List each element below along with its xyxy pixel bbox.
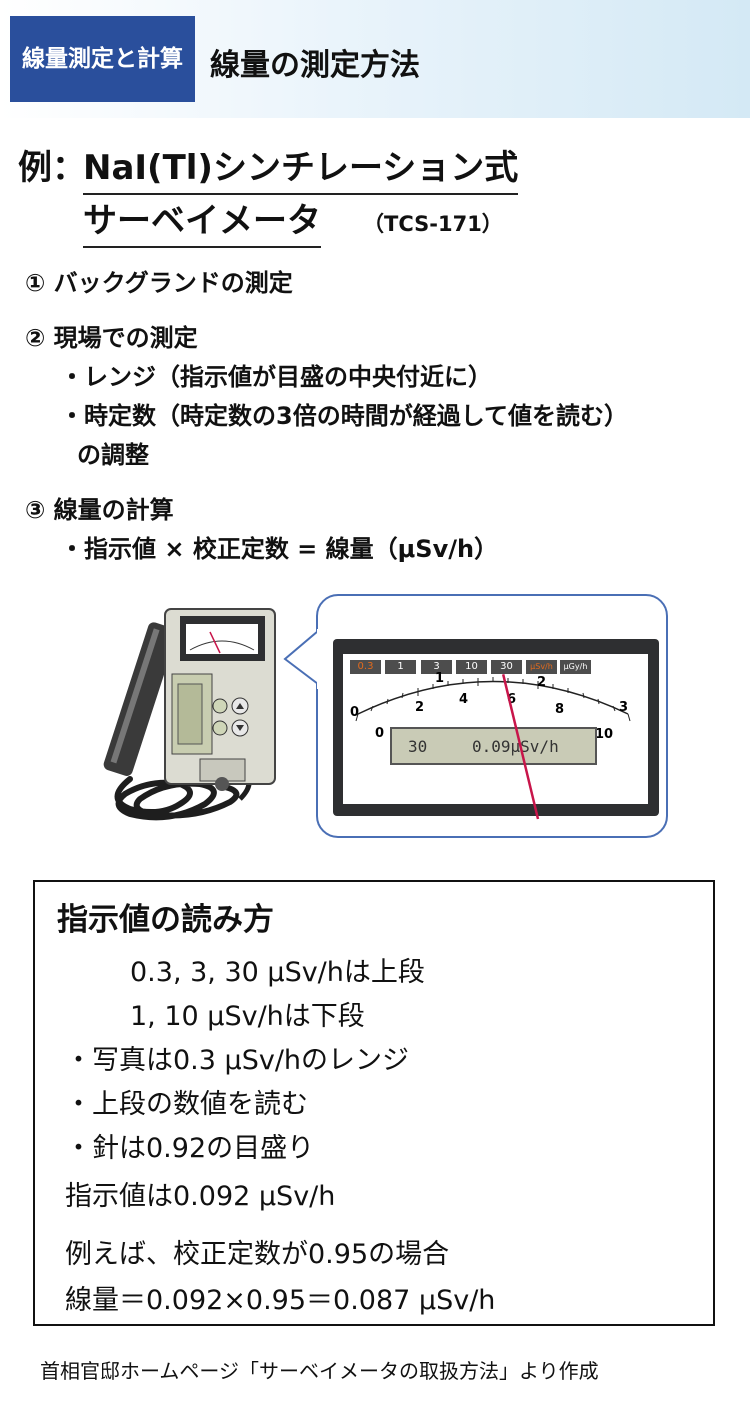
range-button-10: 10	[456, 660, 487, 674]
lower-tick-10: 10	[595, 727, 613, 742]
range-button-1: 1	[385, 660, 416, 674]
lower-tick-0: 0	[375, 726, 384, 741]
step-formula: ・指示値 × 校正定数 = 線量（μSv/h）	[60, 535, 499, 563]
unit-usv-h: μSv/h	[526, 660, 557, 674]
step-calculation: ③ 線量の計算	[25, 496, 174, 524]
survey-meter-illustration: 0.3 1 3 10 30 μSv/h μGy/h 0 1 2 3 0 2 4 …	[60, 594, 680, 844]
meter-needle	[501, 674, 540, 820]
step-background: ① バックグランドの測定	[25, 269, 293, 297]
step-range: ・レンジ（指示値が目盛の中央付近に）	[60, 363, 492, 391]
reading-line-indicated: 指示値は0.092 μSv/h	[65, 1181, 336, 1212]
reading-line-lower: 1, 10 μSv/hは下段	[130, 1001, 365, 1032]
header-banner: 線量測定と計算 線量の測定方法	[0, 0, 750, 118]
section-badge: 線量測定と計算	[10, 16, 195, 102]
page-title: 線量の測定方法	[210, 48, 420, 83]
lower-tick-2: 2	[415, 700, 424, 715]
lower-tick-4: 4	[459, 692, 468, 707]
upper-tick-2: 2	[537, 675, 546, 690]
reading-line-range: ・写真は0.3 μSv/hのレンジ	[65, 1045, 410, 1076]
lower-tick-8: 8	[555, 702, 564, 717]
upper-tick-0: 0	[350, 705, 359, 720]
lcd-reading: 0.09μSv/h	[472, 737, 559, 756]
lcd-range-value: 30	[408, 737, 428, 756]
range-button-3: 3	[421, 660, 452, 674]
meter-lcd-display: 30 0.09μSv/h	[390, 727, 597, 765]
range-button-30: 30	[491, 660, 522, 674]
unit-ugy-h: μGy/h	[560, 660, 591, 674]
reading-line-result: 線量＝0.092×0.95＝0.087 μSv/h	[65, 1285, 496, 1316]
reading-title: 指示値の読み方	[57, 902, 274, 938]
source-credit: 首相官邸ホームページ「サーベイメータの取扱方法」より作成	[40, 1359, 599, 1383]
example-instrument-line1: NaI(Tl)シンチレーション式	[83, 140, 519, 195]
reading-line-needle: ・針は0.92の目盛り	[65, 1133, 315, 1164]
step-field-measurement: ② 現場での測定	[25, 324, 198, 352]
range-button-0-3: 0.3	[350, 660, 381, 674]
step-time-constant: ・時定数（時定数の3倍の時間が経過して値を読む）	[60, 402, 628, 430]
survey-meter-device-image	[103, 608, 276, 821]
callout-pointer	[283, 629, 323, 689]
lower-tick-6: 6	[507, 692, 516, 707]
reading-line-scale: ・上段の数値を読む	[65, 1089, 308, 1120]
step-adjust: の調整	[77, 441, 149, 469]
example-instrument-line2: サーベイメータ	[83, 193, 321, 248]
reading-explanation-box: 指示値の読み方 0.3, 3, 30 μSv/hは上段 1, 10 μSv/hは…	[33, 880, 715, 1326]
meter-scale: 0 1 2 3 0 2 4 6 8 10	[350, 671, 631, 742]
example-model: （TCS-171）	[363, 212, 503, 236]
reading-line-upper: 0.3, 3, 30 μSv/hは上段	[130, 957, 425, 988]
example-label: 例：	[18, 148, 86, 188]
upper-tick-3: 3	[619, 700, 628, 715]
reading-line-example: 例えば、校正定数が0.95の場合	[65, 1239, 450, 1270]
upper-tick-1: 1	[435, 671, 444, 686]
